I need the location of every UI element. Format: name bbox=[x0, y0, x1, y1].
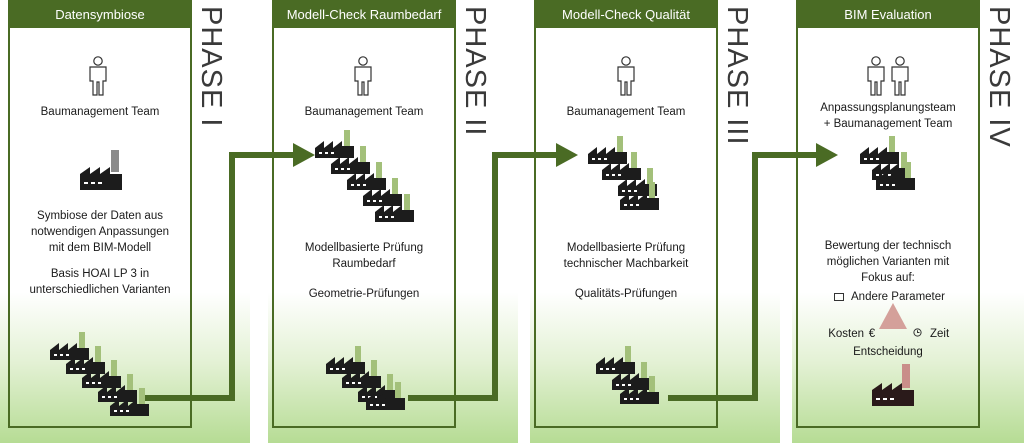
person-icon bbox=[615, 56, 637, 96]
phase-3-team: Baumanagement Team bbox=[566, 106, 686, 118]
phase-4-team: Anpassungsplanungsteam + Baumanagement T… bbox=[820, 102, 956, 130]
arrow-phase1-to-phase2 bbox=[145, 152, 295, 401]
decision-label: Entscheidung bbox=[853, 346, 923, 358]
arrowhead-phase3 bbox=[556, 143, 578, 167]
cost-label: Kosten bbox=[828, 328, 864, 340]
two-persons-icon bbox=[864, 56, 914, 96]
other-parameters-label: Andere Parameter bbox=[851, 291, 945, 303]
person-icon bbox=[352, 56, 374, 96]
phase-4-label: PHASE IV bbox=[983, 6, 1015, 148]
phase-1-team: Baumanagement Team bbox=[40, 106, 160, 118]
phase-1-text2: Basis HOAI LP 3 in unterschiedlichen Var… bbox=[29, 268, 171, 296]
phase-4-text1: Bewertung der technisch möglichen Varian… bbox=[824, 240, 952, 284]
factory-stack-icon bbox=[860, 136, 915, 190]
phase-2-title: Modell-Check Raumbedarf bbox=[272, 0, 456, 28]
phase-1-title: Datensymbiose bbox=[8, 0, 192, 28]
phase-3-text1: Modellbasierte Prüfung technischer Machb… bbox=[563, 242, 689, 270]
list-icon bbox=[834, 293, 844, 301]
factory-decision-icon bbox=[872, 364, 914, 406]
phase-3-text2: Qualitäts-Prüfungen bbox=[574, 288, 678, 300]
phase-1-text1: Symbiose der Daten aus notwendigen Anpas… bbox=[30, 210, 170, 254]
clock-icon bbox=[913, 328, 922, 337]
arrowhead-phase2 bbox=[293, 143, 315, 167]
factory-stack-icon bbox=[326, 346, 405, 410]
other-parameters-row: Andere Parameter bbox=[834, 291, 945, 303]
euro-icon: € bbox=[868, 328, 876, 340]
factory-icon bbox=[80, 150, 122, 190]
arrow-phase3-to-phase4 bbox=[668, 152, 818, 401]
phase-4-title: BIM Evaluation bbox=[796, 0, 980, 28]
factory-stack-icon bbox=[588, 136, 659, 210]
person-icon bbox=[87, 56, 109, 96]
phase-3-title: Modell-Check Qualität bbox=[534, 0, 718, 28]
phase-2-text1: Modellbasierte Prüfung Raumbedarf bbox=[304, 242, 424, 270]
phase-1-background bbox=[0, 0, 250, 443]
phase-2-team: Baumanagement Team bbox=[304, 106, 424, 118]
factory-stack-icon bbox=[596, 346, 659, 404]
decision-triangle bbox=[879, 303, 907, 329]
factory-stack-icon bbox=[50, 332, 149, 416]
phase-2-text2: Geometrie-Prüfungen bbox=[308, 288, 420, 300]
factory-stack-icon bbox=[315, 130, 414, 222]
phase-3-background bbox=[530, 0, 780, 443]
arrowhead-phase4 bbox=[816, 143, 838, 167]
phase-1-label: PHASE I bbox=[195, 6, 227, 128]
phase-2-label: PHASE II bbox=[459, 6, 491, 137]
arrow-phase2-to-phase3 bbox=[408, 152, 558, 401]
phase-3-label: PHASE III bbox=[721, 6, 753, 146]
time-label: Zeit bbox=[930, 328, 950, 340]
